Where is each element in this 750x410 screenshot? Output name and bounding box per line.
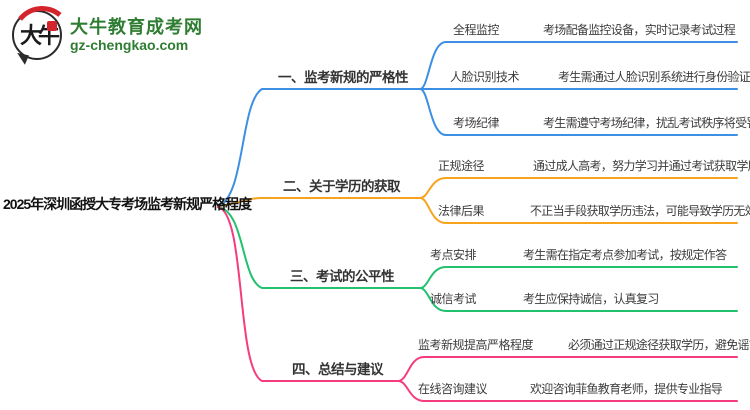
leaf-keyword: 全程监控 — [453, 23, 500, 37]
leaf-detail: 考生需通过人脸识别系统进行身份验证 — [558, 70, 750, 84]
branch-3-child-1-line — [419, 266, 738, 289]
branch-1-label: 一、监考新规的严格性 — [278, 70, 409, 85]
branch-4-label: 四、总结与建议 — [292, 362, 384, 377]
leaf-detail: 考场配备监控设备，实时记录考试过程 — [543, 23, 736, 37]
leaf-keyword: 诚信考试 — [430, 292, 477, 306]
logo-speech-tail — [15, 52, 29, 66]
branch-2-child-1-line — [419, 177, 738, 199]
leaf-detail: 通过成人高考，努力学习并通过考试获取学历 — [533, 159, 750, 173]
branch-3-label: 三、考试的公平性 — [290, 269, 395, 284]
leaf-keyword: 正规途径 — [438, 159, 485, 173]
site-url: gz-chengkao.com — [70, 37, 189, 54]
leaf-detail: 考生应保持诚信，认真复习 — [523, 292, 659, 306]
leaf-detail: 必须通过正规途径获取学历，避免谣言 — [568, 338, 750, 352]
branch-2-child-2-line — [419, 197, 738, 224]
branch-4-child-1-line — [397, 356, 738, 382]
leaf-keyword: 在线咨询建议 — [418, 382, 488, 396]
leaf-detail: 考生需在指定考点参加考试，按规定作答 — [523, 248, 727, 262]
branch-2-label: 二、关于学历的获取 — [283, 179, 401, 194]
site-name: 大牛教育成考网 — [70, 16, 203, 37]
leaf-keyword: 监考新规提高严格程度 — [418, 338, 534, 352]
site-logo: 大牛 大牛教育成考网 gz-chengkao.com — [8, 2, 203, 66]
leaf-keyword: 考点安排 — [430, 248, 477, 262]
central-topic: 2025年深圳函授大专考场监考新规严格程度 — [3, 196, 252, 212]
logo-bull-icon: 大牛 — [8, 2, 74, 66]
branch-1-child-1-line — [419, 41, 738, 90]
leaf-detail: 不正当手段获取学历违法，可能导致学历无效 — [530, 204, 750, 218]
branch-2-spine — [217, 197, 421, 207]
branch-1-spine — [217, 88, 421, 207]
branch-4-child-2-line — [397, 380, 738, 402]
leaf-keyword: 考场纪律 — [453, 116, 500, 130]
leaf-detail: 考生需遵守考场纪律，扰乱考试秩序将受罚 — [543, 116, 750, 130]
leaf-detail: 欢迎咨询菲鱼教育老师，提供专业指导 — [530, 382, 723, 396]
branch-3-spine — [217, 206, 421, 289]
branch-4-spine — [217, 206, 399, 382]
branch-3-child-2-line — [419, 287, 738, 312]
branch-1-child-3-line — [419, 88, 738, 136]
leaf-keyword: 人脸识别技术 — [450, 70, 520, 84]
leaf-keyword: 法律后果 — [438, 204, 485, 218]
logo-seal-stamp — [47, 21, 57, 31]
